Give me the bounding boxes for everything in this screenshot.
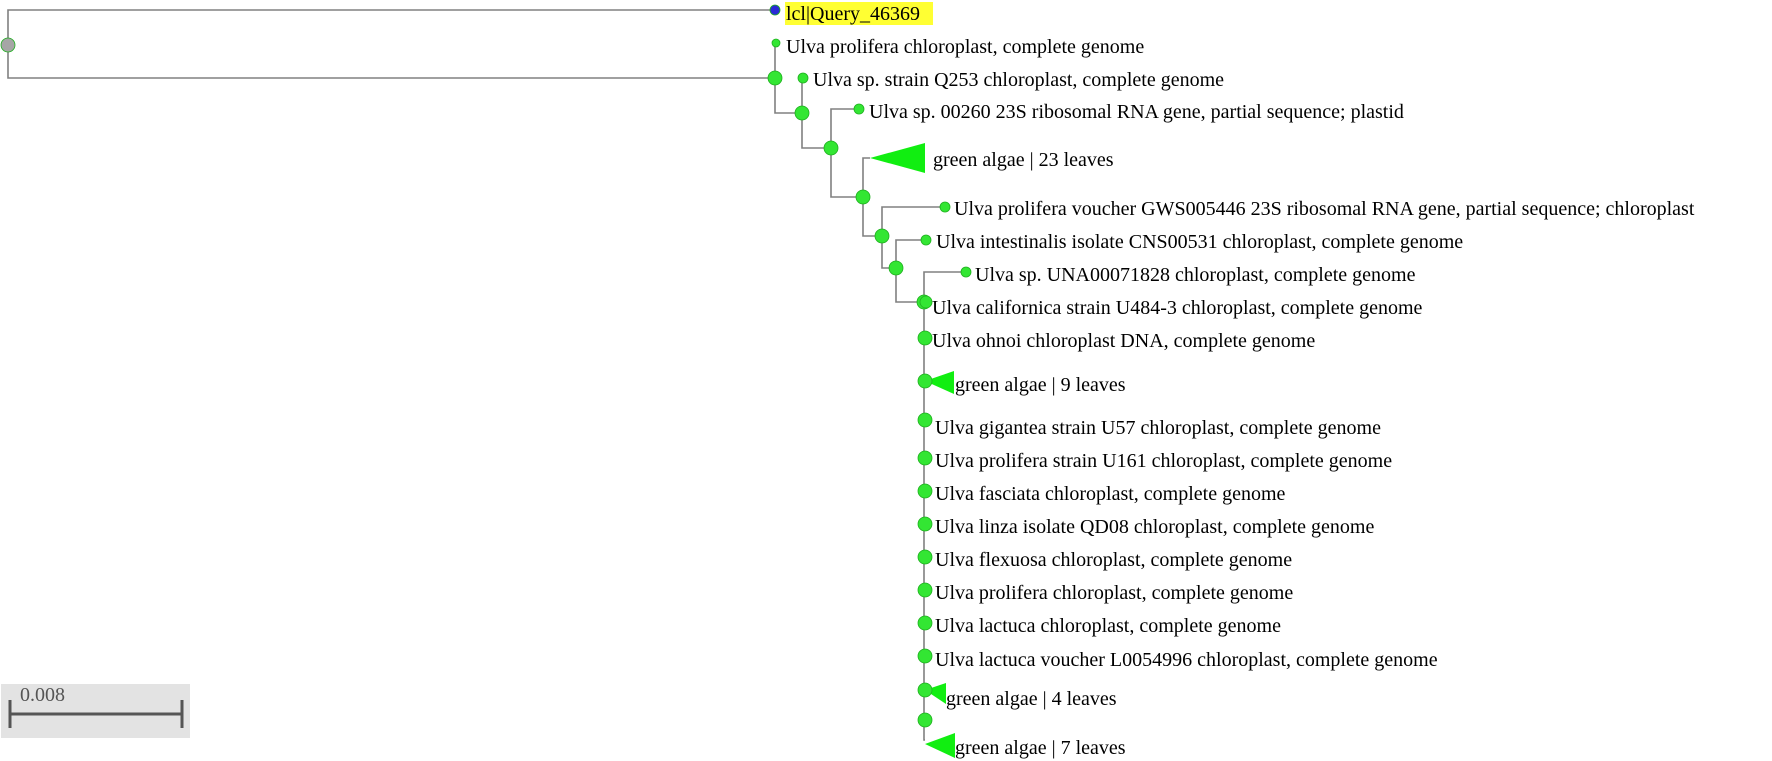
leaf-label[interactable]: Ulva sp. strain Q253 chloroplast, comple… — [813, 69, 1224, 91]
leaf-label[interactable]: Ulva lactuca chloroplast, complete genom… — [935, 615, 1281, 637]
branch — [862, 157, 870, 197]
branch — [7, 45, 775, 79]
tree-nodes — [0, 4, 972, 728]
leaf-label[interactable]: Ulva intestinalis isolate CNS00531 chlor… — [936, 231, 1463, 253]
leaf-label[interactable]: Ulva linza isolate QD08 chloroplast, com… — [935, 516, 1374, 538]
scale-bar-line — [8, 700, 184, 728]
tree-node[interactable] — [917, 712, 933, 728]
leaf-label[interactable]: Ulva lactuca voucher L0054996 chloroplas… — [935, 649, 1438, 671]
tree-node[interactable] — [917, 450, 933, 466]
tree-node[interactable] — [855, 189, 871, 205]
branch — [895, 239, 926, 268]
tree-node[interactable] — [960, 266, 972, 278]
tree-node[interactable] — [888, 260, 904, 276]
tree-node[interactable] — [874, 228, 890, 244]
tree-node[interactable] — [771, 38, 781, 48]
collapsed-clade-label[interactable]: green algae | 7 leaves — [955, 737, 1126, 759]
leaf-label[interactable]: Ulva fasciata chloroplast, complete geno… — [935, 483, 1286, 505]
leaf-label[interactable]: Ulva flexuosa chloroplast, complete geno… — [935, 549, 1292, 571]
tree-node[interactable] — [919, 295, 933, 309]
tree-node[interactable] — [917, 412, 933, 428]
collapsed-clade-label[interactable]: green algae | 9 leaves — [955, 374, 1126, 396]
collapsed-clade-label[interactable]: green algae | 23 leaves — [933, 149, 1114, 171]
leaf-label[interactable]: Ulva prolifera voucher GWS005446 23S rib… — [954, 198, 1695, 220]
scale-bar: 0.008 — [1, 684, 190, 738]
collapsed-clade-triangle[interactable] — [870, 143, 925, 173]
collapsed-clade-triangle[interactable] — [925, 733, 955, 758]
tree-node[interactable] — [853, 103, 865, 115]
tree-node[interactable] — [823, 140, 839, 156]
tree-node[interactable] — [920, 234, 932, 246]
leaf-label[interactable]: Ulva prolifera chloroplast, complete gen… — [786, 36, 1144, 58]
collapsed-clade-label[interactable]: green algae | 4 leaves — [946, 688, 1117, 710]
query-node[interactable] — [769, 4, 781, 16]
branch — [895, 268, 924, 303]
tree-node[interactable] — [917, 516, 933, 532]
leaf-label[interactable]: Ulva prolifera chloroplast, complete gen… — [935, 582, 1293, 604]
branch — [7, 9, 775, 45]
root-node[interactable] — [0, 37, 16, 53]
leaf-label[interactable]: Ulva sp. UNA00071828 chloroplast, comple… — [975, 264, 1416, 286]
tree-node[interactable] — [917, 615, 933, 631]
branch — [923, 271, 966, 302]
leaf-label[interactable]: Ulva gigantea strain U57 chloroplast, co… — [935, 417, 1381, 439]
collapsed-clade-triangle[interactable] — [925, 371, 954, 394]
tree-node[interactable] — [917, 549, 933, 565]
tree-node[interactable] — [767, 70, 783, 86]
branch — [830, 108, 859, 148]
leaf-label[interactable]: Ulva californica strain U484-3 chloropla… — [932, 297, 1423, 319]
tree-branches — [7, 9, 966, 741]
tree-node[interactable] — [794, 105, 810, 121]
tree-node[interactable] — [917, 582, 933, 598]
branch — [881, 206, 945, 236]
query-highlight — [785, 2, 933, 25]
tree-node[interactable] — [917, 648, 933, 664]
tree-node[interactable] — [917, 483, 933, 499]
branch — [774, 78, 802, 114]
branch — [923, 302, 925, 741]
leaf-label[interactable]: Ulva ohnoi chloroplast DNA, complete gen… — [932, 330, 1315, 352]
tree-node[interactable] — [917, 373, 933, 389]
leaf-label[interactable]: Ulva sp. 00260 23S ribosomal RNA gene, p… — [869, 101, 1404, 123]
branch — [830, 148, 863, 198]
leaf-label[interactable]: Ulva prolifera strain U161 chloroplast, … — [935, 450, 1392, 472]
tree-node[interactable] — [939, 201, 951, 213]
scale-bar-value: 0.008 — [20, 684, 65, 706]
tree-node[interactable] — [917, 330, 933, 346]
tree-node[interactable] — [917, 682, 933, 698]
branch — [801, 113, 831, 149]
query-label[interactable]: lcl|Query_46369 — [786, 3, 920, 25]
tree-node[interactable] — [797, 72, 809, 84]
